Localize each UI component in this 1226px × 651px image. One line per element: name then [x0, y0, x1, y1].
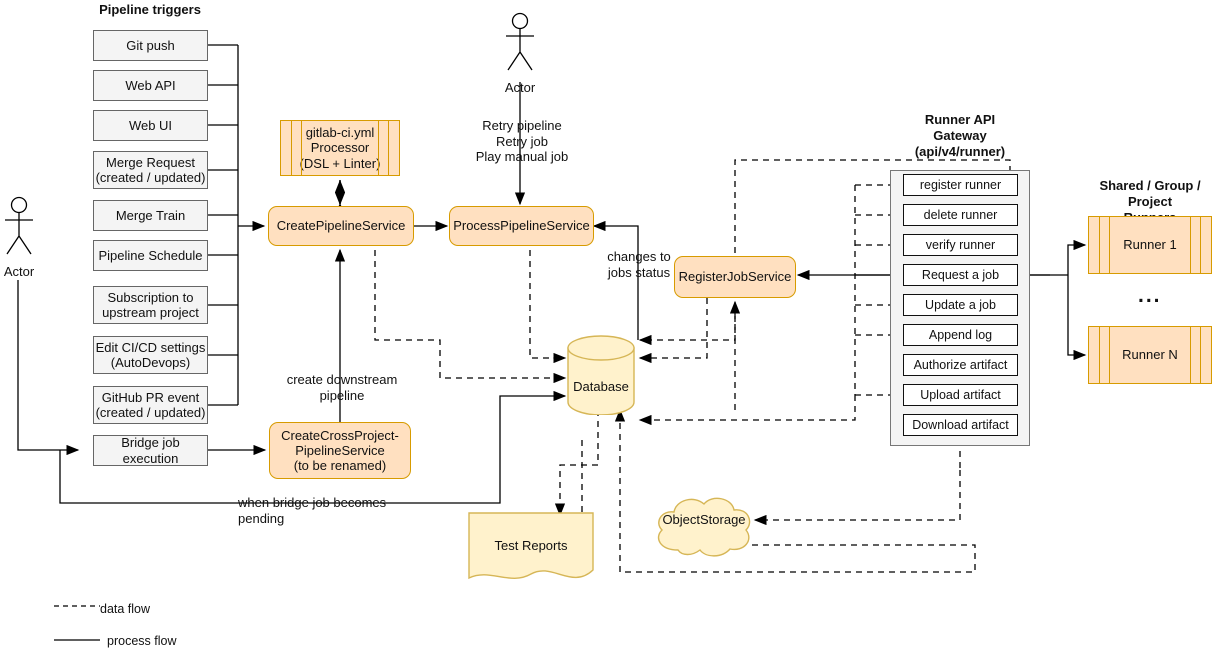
trigger-web-api[interactable]: Web API — [93, 70, 208, 101]
component-bar-left-2 — [1109, 327, 1110, 383]
service-label: CreatePipelineService — [276, 218, 406, 234]
legend-process-flow-label: process flow — [107, 634, 177, 648]
trigger-edit-cicd-settings[interactable]: Edit CI/CD settings (AutoDevops) — [93, 336, 208, 374]
actor-left-label: Actor — [3, 264, 35, 279]
runner-n[interactable]: Runner N — [1088, 326, 1212, 384]
component-bar-right — [1200, 217, 1201, 273]
component-bar-left — [291, 121, 292, 175]
actor-top-icon — [506, 12, 534, 71]
trigger-label: Merge Train — [115, 207, 186, 223]
api-label: Append log — [928, 328, 993, 342]
trigger-merge-train[interactable]: Merge Train — [93, 200, 208, 231]
gitlab-ci-yml-processor[interactable]: gitlab-ci.yml Processor (DSL + Linter) — [280, 120, 400, 176]
bridge-pending-label: when bridge job becomes pending — [238, 495, 387, 526]
api-label: Download artifact — [912, 418, 1009, 432]
api-authorize-artifact[interactable]: Authorize artifact — [903, 354, 1018, 376]
api-label: Request a job — [921, 268, 1000, 282]
component-bar-right — [388, 121, 389, 175]
component-bar-right-2 — [1190, 327, 1191, 383]
pipeline-triggers-heading: Pipeline triggers — [99, 2, 201, 17]
trigger-subscription-upstream[interactable]: Subscription to upstream project — [93, 286, 208, 324]
database-label: Database — [573, 379, 629, 394]
runner-1[interactable]: Runner 1 — [1088, 216, 1212, 274]
trigger-label: Subscription to upstream project — [102, 289, 199, 320]
trigger-label: Bridge job execution — [121, 435, 180, 466]
actor-top-label: Actor — [504, 80, 536, 95]
runner-label: Runner 1 — [1123, 237, 1177, 253]
component-bar-right-2 — [378, 121, 379, 175]
api-download-artifact[interactable]: Download artifact — [903, 414, 1018, 436]
trigger-bridge-job-execution[interactable]: Bridge job execution — [93, 435, 208, 466]
trigger-label: Edit CI/CD settings (AutoDevops) — [95, 339, 206, 370]
legend-dashed-sample — [54, 605, 100, 607]
trigger-label: Web API — [125, 77, 176, 93]
api-label: delete runner — [923, 208, 998, 222]
trigger-label: Merge Request (created / updated) — [95, 154, 206, 185]
api-label: Update a job — [925, 298, 996, 312]
api-label: Authorize artifact — [913, 358, 1008, 372]
trigger-git-push[interactable]: Git push — [93, 30, 208, 61]
object-storage-cloud[interactable] — [650, 492, 758, 560]
test-reports-document[interactable] — [468, 512, 594, 584]
actor-left-icon — [5, 196, 33, 255]
component-bar-left — [1099, 327, 1100, 383]
trigger-label: GitHub PR event (created / updated) — [95, 389, 206, 420]
trigger-merge-request[interactable]: Merge Request (created / updated) — [93, 151, 208, 189]
api-register-runner[interactable]: register runner — [903, 174, 1018, 196]
trigger-github-pr-event[interactable]: GitHub PR event (created / updated) — [93, 386, 208, 424]
runner-api-gateway-heading: Runner API Gateway (api/v4/runner) — [914, 112, 1006, 159]
changes-to-jobs-status-label: changes to jobs status — [607, 249, 671, 280]
trigger-web-ui[interactable]: Web UI — [93, 110, 208, 141]
database-cylinder[interactable] — [566, 335, 636, 415]
service-label: CreateCrossProject- PipelineService (to … — [281, 427, 399, 474]
api-label: verify runner — [925, 238, 996, 252]
component-label: gitlab-ci.yml Processor (DSL + Linter) — [299, 125, 381, 171]
trigger-label: Web UI — [128, 117, 173, 133]
create-pipeline-service[interactable]: CreatePipelineService — [268, 206, 414, 246]
runners-ellipsis: ... — [1138, 284, 1162, 307]
component-bar-left — [1099, 217, 1100, 273]
retry-edge-label: Retry pipeline Retry job Play manual job — [475, 118, 569, 165]
test-reports-label: Test Reports — [494, 538, 568, 553]
legend-data-flow-label: data flow — [100, 602, 151, 616]
api-label: register runner — [919, 178, 1002, 192]
create-downstream-pipeline-label: create downstream pipeline — [286, 372, 398, 403]
legend-solid-sample — [54, 639, 100, 641]
service-label: RegisterJobService — [678, 269, 792, 285]
component-bar-left-2 — [301, 121, 302, 175]
api-upload-artifact[interactable]: Upload artifact — [903, 384, 1018, 406]
component-bar-right — [1200, 327, 1201, 383]
create-cross-project-pipeline-service[interactable]: CreateCrossProject- PipelineService (to … — [269, 422, 411, 479]
api-label: Upload artifact — [920, 388, 1001, 402]
api-update-a-job[interactable]: Update a job — [903, 294, 1018, 316]
api-request-a-job[interactable]: Request a job — [903, 264, 1018, 286]
service-label: ProcessPipelineService — [453, 218, 590, 234]
trigger-pipeline-schedule[interactable]: Pipeline Schedule — [93, 240, 208, 271]
trigger-label: Git push — [126, 37, 175, 53]
process-pipeline-service[interactable]: ProcessPipelineService — [449, 206, 594, 246]
api-delete-runner[interactable]: delete runner — [903, 204, 1018, 226]
object-storage-label: ObjectStorage — [662, 512, 746, 527]
api-verify-runner[interactable]: verify runner — [903, 234, 1018, 256]
component-bar-right-2 — [1190, 217, 1191, 273]
component-bar-left-2 — [1109, 217, 1110, 273]
runner-label: Runner N — [1122, 347, 1178, 363]
api-append-log[interactable]: Append log — [903, 324, 1018, 346]
trigger-label: Pipeline Schedule — [98, 247, 203, 263]
register-job-service[interactable]: RegisterJobService — [674, 256, 796, 298]
